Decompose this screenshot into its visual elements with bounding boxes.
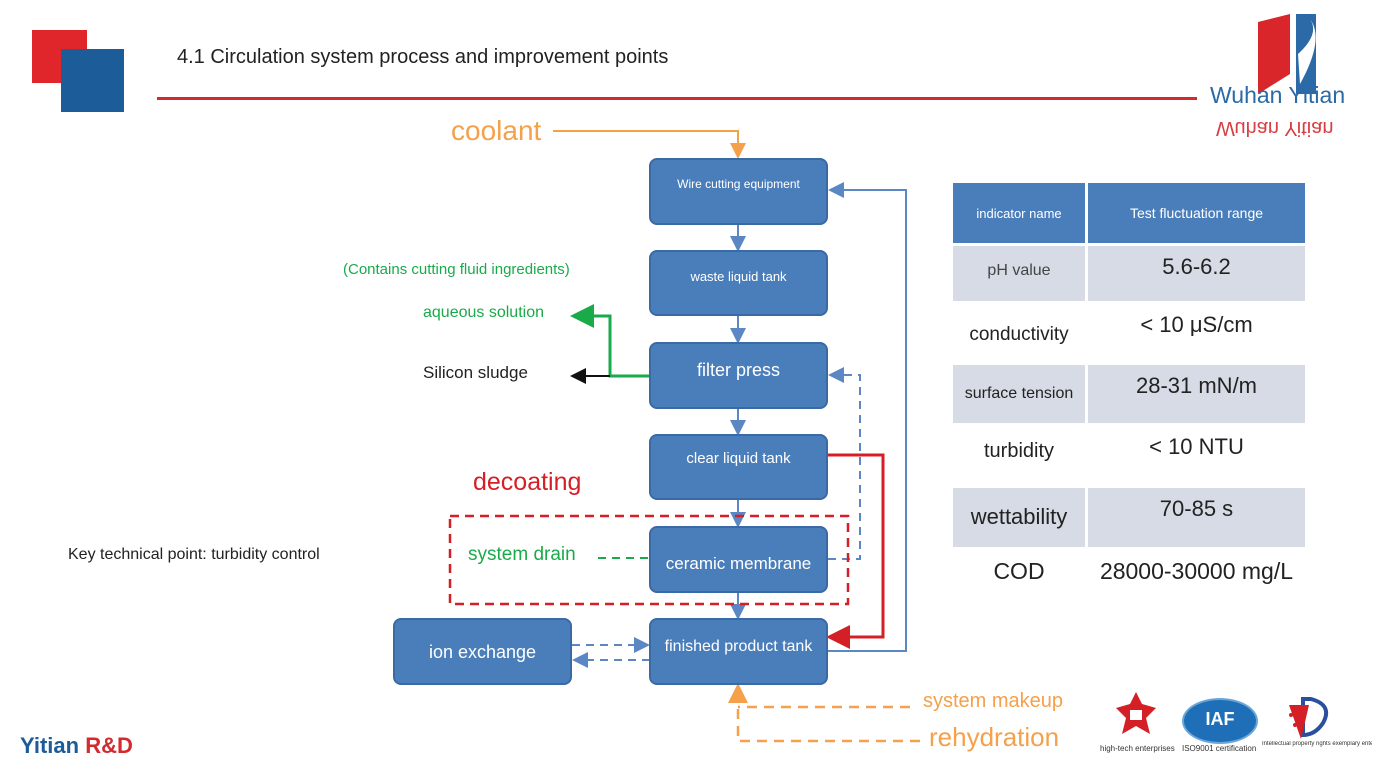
finished-product-tank-box: finished product tank — [649, 618, 828, 685]
cert-high-tech-label: high-tech enterprises — [1100, 744, 1175, 753]
table-header-row: indicator name Test fluctuation range — [950, 180, 1308, 246]
brand-rd-text: R&D — [85, 733, 133, 758]
key-technical-point: Key technical point: turbidity control — [68, 546, 320, 563]
filter-press-label: filter press — [696, 360, 781, 380]
cert-ip-label: Intellectual property rights exemplary e… — [1262, 741, 1372, 747]
wire-cutting-label: Wire cutting equipment — [677, 177, 800, 191]
waste-liquid-label: waste liquid tank — [690, 269, 787, 284]
indicator-cell: turbidity — [950, 423, 1088, 488]
page-title: 4.1 Circulation system process and impro… — [177, 46, 669, 68]
iaf-badge-icon: IAF — [1182, 698, 1258, 744]
footer-brand-logo: Yitian R&D — [20, 733, 133, 759]
cert-iso-label: ISO9001 certification — [1182, 744, 1257, 753]
ion-exchange-box: ion exchange — [393, 618, 572, 685]
ceramic-membrane-box: ceramic membrane — [649, 526, 828, 593]
contains-ingredients-note: (Contains cutting fluid ingredients) — [343, 261, 570, 278]
table-row: surface tension 28-31 mN/m — [950, 362, 1308, 426]
indicator-cell: surface tension — [950, 362, 1088, 426]
title-divider — [157, 97, 1197, 100]
indicator-cell: wettability — [950, 485, 1088, 550]
decoating-label: decoating — [473, 468, 582, 496]
header-indicator-name: indicator name — [950, 180, 1088, 246]
table-row: COD 28000-30000 mg/L — [950, 547, 1308, 618]
ceramic-membrane-label: ceramic membrane — [665, 554, 812, 573]
high-tech-badge-icon — [1116, 692, 1156, 734]
range-cell: < 10 μS/cm — [1085, 301, 1308, 365]
range-cell: 28000-30000 mg/L — [1085, 547, 1308, 618]
company-logo: Wuhan Yitian Wuhan Yitian — [1210, 12, 1370, 142]
range-cell: 28-31 mN/m — [1085, 362, 1308, 426]
coolant-label: coolant — [451, 115, 542, 146]
range-cell: 5.6-6.2 — [1085, 243, 1308, 304]
ion-exchange-label: ion exchange — [428, 642, 537, 662]
brand-main-text: Yitian — [20, 733, 86, 758]
system-drain-label: system drain — [468, 544, 576, 565]
table-row: conductivity < 10 μS/cm — [950, 301, 1308, 365]
indicator-cell: pH value — [950, 243, 1088, 304]
table-row: pH value 5.6-6.2 — [950, 243, 1308, 304]
waste-liquid-tank-box: waste liquid tank — [649, 250, 828, 316]
header-range: Test fluctuation range — [1085, 180, 1308, 246]
wire-cutting-equipment-box: Wire cutting equipment — [649, 158, 828, 225]
brand-square-blue — [61, 49, 124, 112]
indicator-table: indicator name Test fluctuation range pH… — [950, 180, 1308, 620]
table-row: turbidity < 10 NTU — [950, 423, 1308, 488]
indicator-cell: COD — [950, 547, 1088, 618]
iaf-text: IAF — [1205, 709, 1235, 729]
indicator-cell: conductivity — [950, 301, 1088, 365]
range-cell: < 10 NTU — [1085, 423, 1308, 488]
filter-press-box: filter press — [649, 342, 828, 409]
system-makeup-label: system makeup — [923, 690, 1064, 712]
logo-text: Wuhan Yitian — [1210, 82, 1346, 108]
aqueous-solution-label: aqueous solution — [423, 304, 544, 321]
silicon-sludge-label: Silicon sludge — [423, 363, 528, 382]
rehydration-label: rehydration — [929, 722, 1060, 752]
ip-exemplary-badge-icon — [1289, 697, 1328, 739]
yitian-logo-icon — [1258, 14, 1316, 94]
finished-product-label: finished product tank — [664, 638, 813, 655]
range-cell: 70-85 s — [1085, 485, 1308, 550]
clear-liquid-label: clear liquid tank — [686, 450, 791, 467]
table-row: wettability 70-85 s — [950, 485, 1308, 550]
clear-liquid-tank-box: clear liquid tank — [649, 434, 828, 500]
